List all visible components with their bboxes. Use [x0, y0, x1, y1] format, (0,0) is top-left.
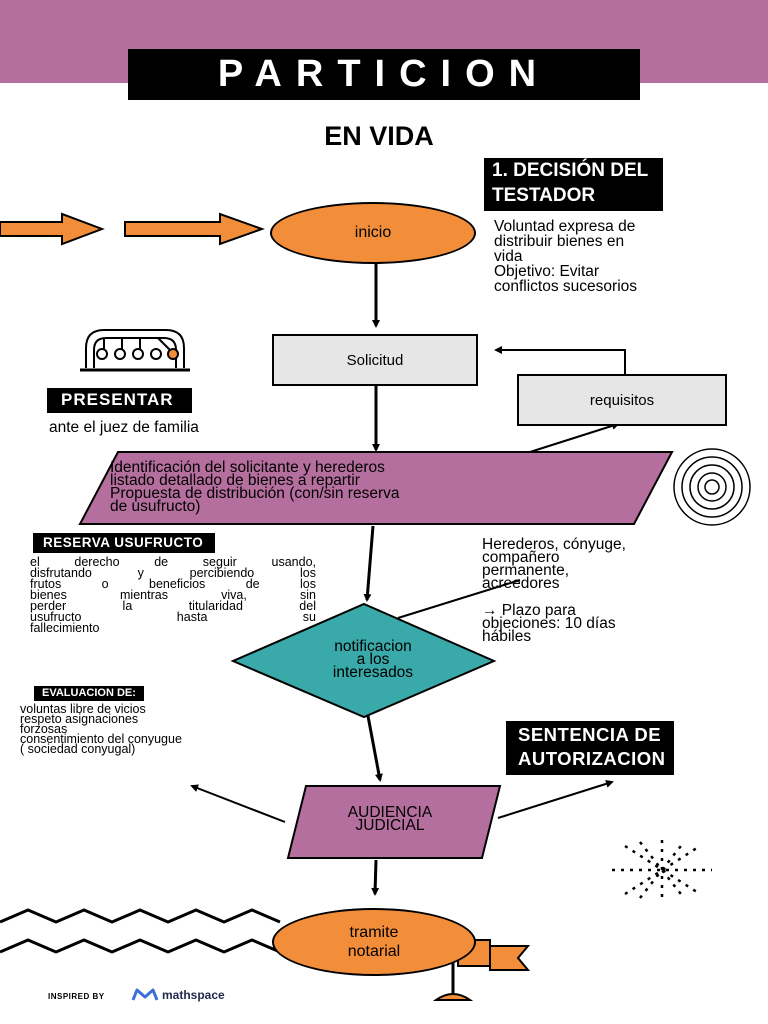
interesados-text: Herederos, cónyuge, compañero permanente…	[482, 536, 768, 592]
evaluacion-text: voluntas libre de vicios respeto asignac…	[20, 702, 320, 756]
plazo-text: → Plazo para objeciones: 10 días hábiles	[482, 602, 768, 645]
audiencia-parallelogram	[286, 785, 502, 859]
zigzag-decoration	[0, 908, 281, 954]
dotted-starburst-icon	[612, 840, 712, 900]
interesados-line: Herederos, cónyuge,	[482, 536, 626, 553]
step1-label: 1. DECISIÓN DEL TESTADOR	[484, 158, 664, 211]
reserva-label: RESERVA USUFRUCTO	[33, 533, 216, 553]
interesados-line: acreedores	[482, 575, 560, 592]
evaluacion-line: voluntas libre de vicios	[20, 702, 146, 716]
evaluacion-line: forzosas	[20, 722, 68, 736]
evaluacion-line: respeto asignaciones	[20, 712, 139, 726]
evaluacion-line: ( sociedad conyugal)	[20, 742, 136, 756]
identificacion-line: Identificación del solicitante y hereder…	[110, 459, 385, 476]
presentar-text: ante el juez de familia	[49, 419, 199, 436]
requisitos-label: requisitos	[589, 391, 655, 409]
identificacion-line: Propuesta de distribución (con/sin reser…	[110, 485, 400, 502]
reserva-line: frutos o beneficios de los	[30, 577, 316, 591]
sentencia-label: SENTENCIA DE AUTORIZACION	[506, 721, 674, 775]
tramite-node: tramite notarial	[272, 908, 476, 976]
evaluacion-label: EVALUACION DE:	[34, 686, 144, 701]
audiencia-line: JUDICIAL	[355, 817, 425, 834]
arrow-identificacion-requisitos	[529, 422, 620, 453]
solicitud-label: Solicitud	[346, 351, 404, 369]
concentric-circles-icon	[673, 448, 751, 526]
reserva-line: fallecimiento	[30, 621, 100, 635]
interesados-line: permanente,	[482, 562, 570, 579]
identificacion-text: Identificación del solicitante y hereder…	[110, 459, 650, 515]
desc-line: Objetivo: Evitar	[494, 263, 600, 280]
newtons-cradle-icon	[80, 329, 190, 372]
desc-line: vida	[494, 248, 523, 265]
reserva-line: disfrutando y percibiendo los	[30, 566, 316, 580]
footer-inspired: INSPIRED BY	[48, 992, 105, 1001]
page-title: PARTICION	[128, 49, 640, 100]
notificacion-line: a los	[356, 651, 390, 668]
step1-description: Voluntad expresa de distribuir bienes en…	[494, 218, 764, 295]
line-notificacion-herederos	[397, 579, 521, 619]
plazo-line: objeciones: 10 días	[482, 615, 616, 632]
page-subtitle: EN VIDA	[324, 121, 434, 151]
arrow-audiencia-evaluacion	[190, 784, 286, 823]
solicitud-node: Solicitud	[272, 334, 478, 386]
desc-line: Voluntad expresa de	[494, 218, 636, 235]
reserva-line: usufructo hasta su	[30, 610, 316, 624]
reserva-line: el derecho de seguir usando,	[30, 555, 316, 569]
step1-line1: 1. DECISIÓN DEL	[492, 160, 649, 181]
arrow-requisitos-solicitud	[494, 346, 626, 374]
requisitos-node: requisitos	[517, 374, 727, 426]
step1-line2: TESTADOR	[492, 185, 596, 206]
notificacion-diamond	[230, 602, 497, 719]
orange-arrow-right	[124, 212, 265, 246]
desc-line: distribuir bienes en	[494, 233, 625, 250]
desc-line: conflictos sucesorios	[494, 278, 638, 295]
notificacion-line: interesados	[332, 664, 414, 681]
arrow-notificacion-audiencia	[366, 715, 383, 782]
mathspace-logo-icon	[131, 988, 159, 1001]
footer-brand: mathspace	[162, 988, 225, 1002]
arrow-audiencia-sentencia	[497, 779, 614, 819]
plazo-line: → Plazo para	[482, 602, 576, 619]
identificacion-line: de usufructo)	[110, 498, 201, 515]
interesados-line: compañero	[482, 549, 560, 566]
identificacion-parallelogram	[78, 451, 674, 525]
sentencia-line2: AUTORIZACION	[518, 748, 666, 769]
notificacion-text: notificacion a los interesados	[268, 638, 478, 681]
presentar-label: PRESENTAR	[47, 388, 192, 413]
inicio-label: inicio	[354, 224, 392, 241]
inicio-node: inicio	[270, 202, 476, 264]
reserva-line: perder la titularidad del	[30, 599, 316, 613]
notificacion-line: notificacion	[334, 638, 412, 655]
plazo-line: hábiles	[482, 628, 532, 645]
tramite-line: tramite	[349, 924, 399, 941]
reserva-line: bienes mientras viva, sin	[30, 588, 316, 602]
arrow-identificacion-notificacion	[363, 525, 375, 602]
audiencia-text: AUDIENCIA JUDICIAL	[290, 804, 490, 834]
sentencia-line1: SENTENCIA DE	[518, 724, 662, 745]
tramite-line: notarial	[347, 943, 401, 960]
orange-arrow-left	[0, 212, 105, 246]
evaluacion-line: consentimiento del conyugue	[20, 732, 182, 746]
audiencia-line: AUDIENCIA	[347, 804, 433, 821]
identificacion-line: listado detallado de bienes a repartir	[110, 472, 360, 489]
reserva-text: el derecho de seguir usando, disfrutando…	[30, 555, 316, 635]
arrow-audiencia-tramite	[371, 859, 380, 896]
